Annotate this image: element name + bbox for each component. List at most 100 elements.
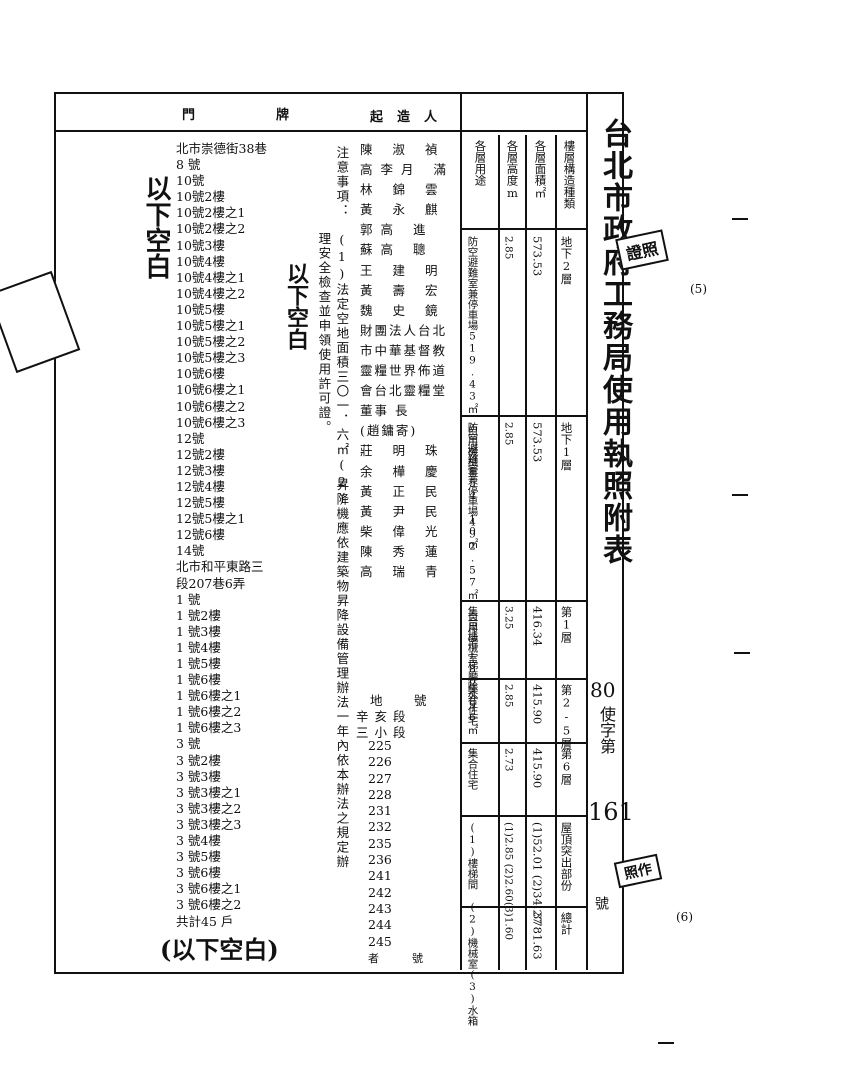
table-cell-head: 第1層 (559, 606, 574, 643)
lot-item: 236 (368, 852, 392, 868)
unit-item: 3 號2樓 (176, 752, 221, 768)
unit-item: 10號2樓之1 (176, 205, 246, 221)
notes-item-1: (1)法定空地面積三〇一．六㎡(2) (334, 232, 350, 508)
unit-item: 8 號 (176, 157, 201, 173)
owner-item: (趙鏞寄) (360, 423, 418, 439)
document-title: 台北市政府工務局使用執照附表 (597, 118, 632, 566)
row-head-height: 各層高度m (505, 140, 520, 200)
table-cell-area: 573.53 (530, 422, 545, 463)
unit-item: 10號6樓之3 (176, 414, 246, 430)
table-cell-height: 2.85 (502, 684, 515, 708)
lot-item: 241 (368, 868, 392, 884)
unit-item: 3 號3樓之2 (176, 800, 242, 816)
unit-item: 1 號5樓 (176, 656, 221, 671)
unit-item: 1 號4樓 (176, 639, 221, 655)
lot-item: 225 (368, 738, 392, 753)
table-frame (54, 92, 624, 974)
table-cell-area: 416.34 (530, 606, 545, 647)
unit-item: 10號3樓 (176, 237, 225, 253)
unit-item: 3 號3樓之3 (176, 816, 242, 832)
unit-item: 10號 (176, 173, 205, 189)
lot-item: 227 (368, 770, 392, 786)
unit-item: 共計45 戶 (176, 913, 234, 929)
table-cell-head: 第6層 (559, 748, 574, 785)
row-head-use: 各層用途 (473, 140, 488, 186)
owner-item: 郭高 進 (360, 222, 434, 238)
notes-label: 注意事項： (334, 146, 350, 219)
license-year: 80 (590, 678, 616, 702)
license-suffix: 號 (593, 896, 609, 910)
owner-item: 董事 長 (360, 403, 410, 419)
table-cell-use: 集合住宅 (466, 684, 479, 726)
notes-item-2: 昇降機應依建築物昇降設備管理辦法一年內依本辦法之規定辦 (334, 478, 350, 870)
unit-item: 12號4樓 (176, 478, 225, 494)
owner-list: 陳 淑 禎高李月 滿林 錦 雲黃 永 麒郭高 進蘇高 聰王 建 明黃 壽 宏魏 … (360, 140, 454, 582)
unit-item: 1 號3樓 (176, 623, 221, 639)
unit-item: 10號5樓之2 (176, 334, 246, 350)
owner-item: 財團法人台北 (360, 322, 448, 338)
blank-mark: 以下空白 (141, 175, 171, 279)
owner-item: 莊 明 珠 (360, 443, 446, 459)
unit-item: 12號5樓 (176, 495, 225, 511)
table-cell-head: 總計 (559, 912, 574, 935)
lot-item: 226 (368, 754, 392, 770)
table-row-line (462, 906, 586, 908)
unit-item: 1 號6樓之1 (176, 688, 242, 704)
lot-item: 242 (368, 884, 392, 900)
unit-item: 12號3樓 (176, 462, 225, 478)
unit-item: 12號5樓之1 (176, 511, 246, 527)
table-cell-area: (1)52.01 (2)34.27 (530, 822, 545, 925)
table-cell-area: 415.90 (530, 684, 545, 725)
unit-item: 10號5樓之3 (176, 350, 246, 366)
lot-item: 244 (368, 917, 392, 933)
table-row-line (462, 815, 586, 817)
stamp-number: (5) (690, 282, 707, 296)
owner-item: 高 瑞 青 (360, 563, 446, 579)
owner-item: 黃 正 民 (360, 483, 446, 499)
table-cell-head: 地下2層 (559, 236, 574, 285)
lot-item: 235 (368, 835, 392, 851)
unit-item: 3 號 (176, 736, 201, 752)
lot-item: 243 (368, 900, 392, 916)
unit-item: 12號 (176, 430, 205, 446)
lot-item: 228 (368, 786, 392, 802)
owner-item: 陳 淑 禎 (360, 142, 446, 157)
scan-mark (658, 1042, 674, 1044)
table-col-line (525, 135, 527, 970)
table-row-line (462, 228, 586, 230)
owner-item: 林 錦 雲 (360, 182, 446, 198)
table-row-line (462, 415, 586, 417)
lot-footer-b: 號 (412, 952, 423, 965)
table-cell-use: 防空避難室兼停車場519.43㎡ 自用機械室54.10㎡ (466, 236, 479, 548)
lot-item: 231 (368, 803, 392, 819)
owner-item: 黃 壽 宏 (360, 282, 446, 298)
table-cell-area: 3781.63 (530, 912, 545, 960)
blank-mark: (以下空白) (160, 935, 279, 964)
owner-item: 會台北靈糧堂 (360, 383, 448, 399)
table-cell-head: 第2-5層 (559, 684, 574, 749)
owner-item: 高李月 滿 (360, 162, 454, 178)
table-cell-head: 屋頂突出部份 (559, 822, 574, 891)
owner-item: 王 建 明 (360, 262, 446, 278)
unit-item: 10號2樓之2 (176, 221, 246, 237)
unit-item: 3 號6樓 (176, 865, 221, 881)
owner-item: 黃 永 麒 (360, 202, 446, 218)
unit-item: 10號6樓之1 (176, 382, 246, 398)
unit-item: 10號5樓 (176, 301, 225, 317)
header-plate: 牌 (276, 108, 290, 123)
unit-item: 北市崇德街38巷 (176, 141, 267, 156)
title-divider (586, 94, 588, 970)
unit-item: 1 號6樓之2 (176, 704, 242, 720)
blank-mark: 以下空白 (283, 262, 309, 350)
unit-item: 3 號3樓之1 (176, 784, 242, 800)
unit-item: 10號5樓之1 (176, 318, 246, 334)
unit-item: 10號2樓 (176, 189, 225, 205)
unit-item: 12號6樓 (176, 527, 225, 543)
table-row-line (462, 678, 586, 680)
unit-item: 3 號6樓之2 (176, 897, 242, 913)
row-head-floor: 樓層構造種類 (562, 140, 577, 209)
table-cell-use: 防空避難室兼停車場492.57㎡ 自用機械室80.96㎡ (466, 422, 479, 734)
